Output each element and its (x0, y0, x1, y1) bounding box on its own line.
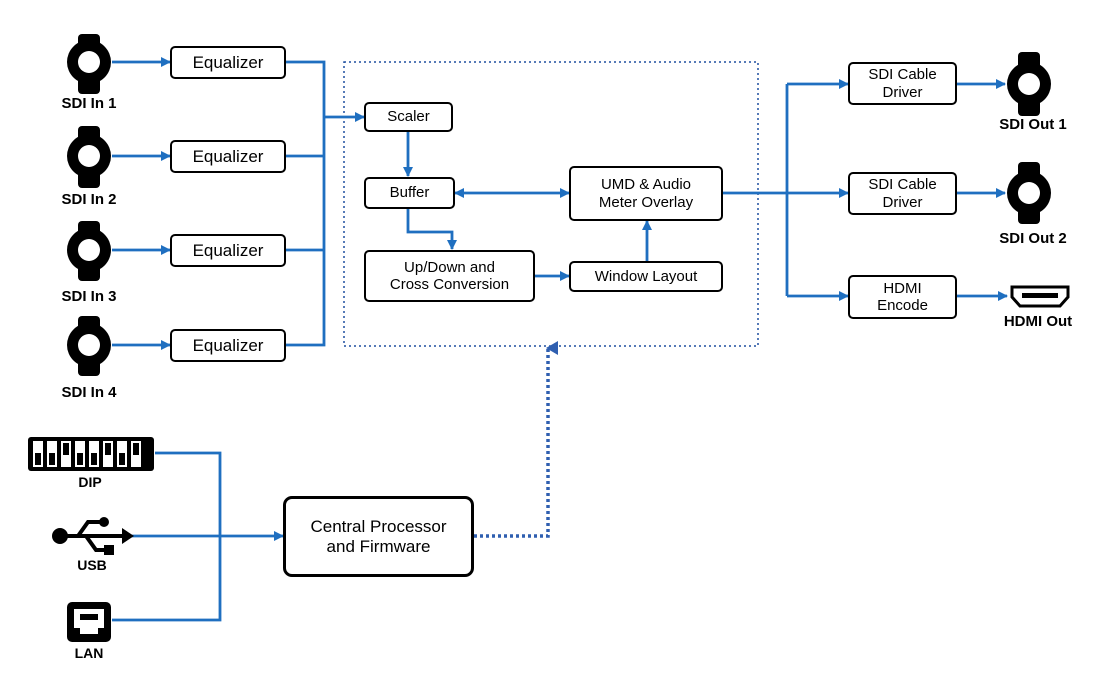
sdi-cable-driver-2: SDI Cable Driver (848, 172, 957, 215)
cpu-control-line (474, 341, 558, 538)
equalizer-4: Equalizer (170, 329, 286, 362)
lan-port-icon (67, 602, 111, 642)
bnc-connector-icon (67, 316, 111, 376)
usb-label: USB (77, 557, 107, 573)
lan-label: LAN (74, 645, 104, 661)
hdmi-encode-block: HDMI Encode (848, 275, 957, 319)
bnc-connector-icon (67, 34, 111, 94)
equalizer-3: Equalizer (170, 234, 286, 267)
bnc-connector-icon (1007, 162, 1051, 224)
buffer-block: Buffer (364, 177, 455, 209)
equalizer-2: Equalizer (170, 140, 286, 173)
equalizer-bus (286, 60, 326, 347)
sdi-out-1-label: SDI Out 1 (999, 116, 1067, 133)
bnc-connector-icon (1007, 52, 1051, 116)
sdi-cable-driver-1: SDI Cable Driver (848, 62, 957, 105)
sdi-in-2-label: SDI In 2 (61, 191, 117, 208)
dip-label: DIP (78, 474, 102, 490)
sdi-in-1-label: SDI In 1 (61, 95, 117, 112)
updown-conversion-block: Up/Down and Cross Conversion (364, 250, 535, 302)
sdi-in-4-label: SDI In 4 (61, 384, 117, 401)
central-processor-block: Central Processor and Firmware (283, 496, 474, 577)
sdi-in-3-label: SDI In 3 (61, 288, 117, 305)
window-layout-block: Window Layout (569, 261, 723, 292)
hdmi-port-icon (1010, 285, 1070, 308)
bnc-connector-icon (67, 221, 111, 281)
bnc-connector-icon (67, 126, 111, 188)
dip-switch-icon (28, 437, 154, 471)
sdi-out-2-label: SDI Out 2 (999, 230, 1067, 247)
equalizer-1: Equalizer (170, 46, 286, 79)
hdmi-out-label: HDMI Out (1003, 313, 1073, 330)
buffer-to-updown (406, 209, 457, 250)
scaler-block: Scaler (364, 102, 453, 132)
umd-overlay-block: UMD & Audio Meter Overlay (569, 166, 723, 221)
usb-icon (52, 517, 134, 555)
